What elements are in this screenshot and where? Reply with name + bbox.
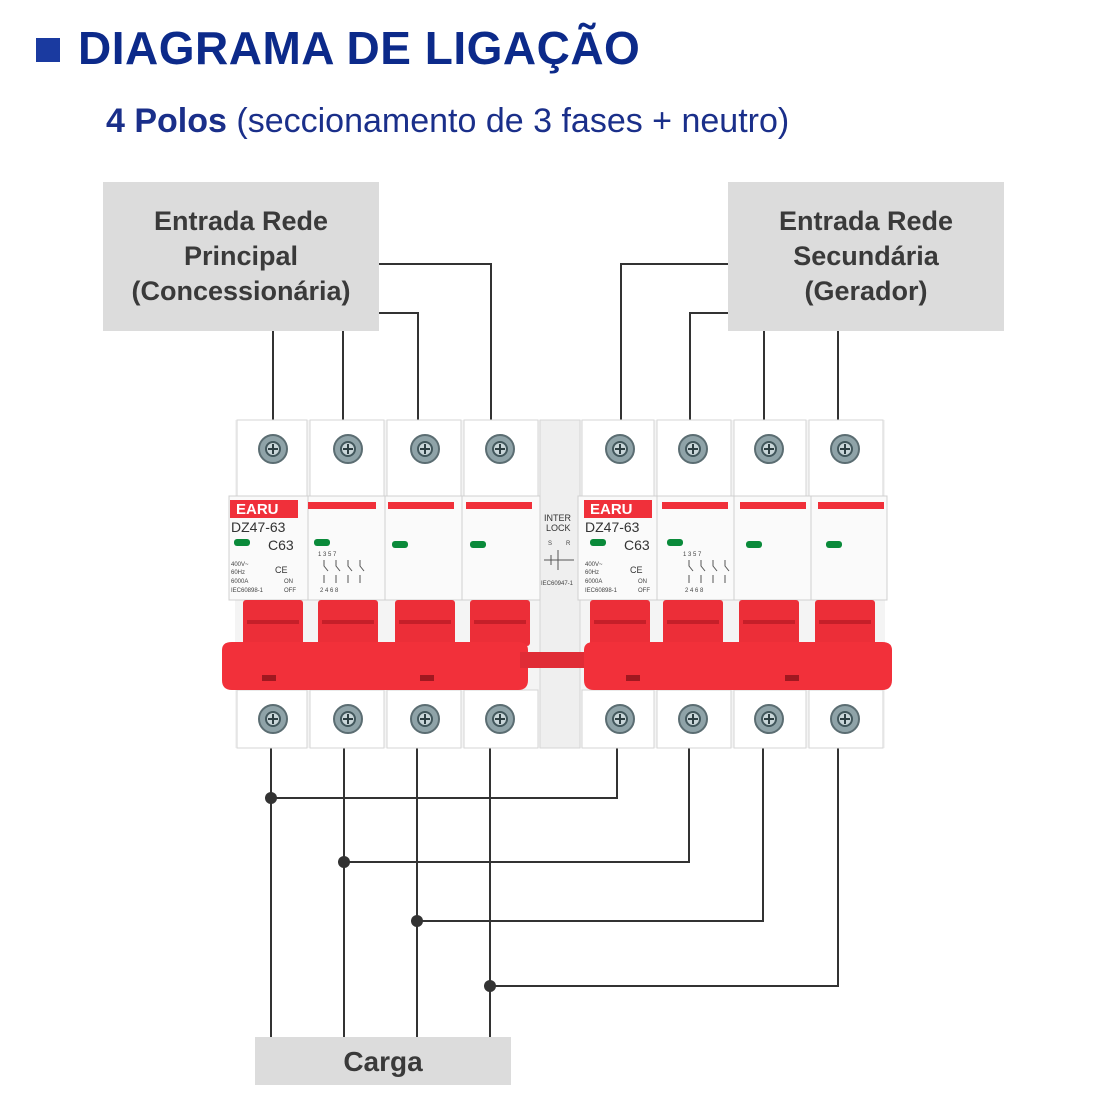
rating-main: C63 (268, 537, 294, 553)
toggle-lever-groove (247, 620, 299, 624)
terminal-screw-icon[interactable] (830, 704, 860, 734)
wire-main-4 (379, 263, 492, 420)
page-title: DIAGRAMA DE LIGAÇÃO (78, 22, 641, 74)
ce-main: CE (275, 565, 288, 575)
main-supply-line3: (Concessionária) (131, 276, 351, 306)
contact-symbol-main (323, 560, 365, 583)
load-label: Carga (343, 1045, 423, 1077)
terminal-screw-icon[interactable] (258, 434, 288, 464)
brand-gen: EARU (590, 501, 633, 518)
terminal-screw-icon[interactable] (333, 704, 363, 734)
toggle-levers (243, 600, 875, 646)
load-wires (270, 748, 839, 1037)
spec-standard-gen: IEC60898-1 (585, 588, 618, 594)
toggle-lever-groove (474, 620, 526, 624)
subtitle-rest: (seccionamento de 3 fases + neutro) (226, 102, 790, 140)
terminal-screw-icon[interactable] (830, 434, 860, 464)
title-bullet-icon (36, 38, 60, 62)
terminals-bottom-main: 2 4 6 8 (320, 588, 339, 594)
ce-gen: CE (630, 565, 643, 575)
toggle-lever-groove (594, 620, 646, 624)
rating-gen: C63 (624, 537, 650, 553)
terminal-screw-icon[interactable] (754, 704, 784, 734)
wire-main-3 (379, 312, 419, 420)
terminal-screw-icon[interactable] (678, 434, 708, 464)
subtitle-bold: 4 Polos (106, 102, 227, 140)
model-main: DZ47-63 (231, 519, 286, 535)
supply-wires (272, 263, 839, 420)
handle-bar-gen[interactable] (584, 642, 892, 690)
terminals-top-gen: 1 3 5 7 (683, 552, 702, 558)
model-gen: DZ47-63 (585, 519, 640, 535)
subtitle: 4 Polos (seccionamento de 3 fases + neut… (106, 102, 789, 141)
contact-symbol-gen (688, 560, 730, 583)
secondary-supply-line1: Entrada Rede (778, 206, 954, 236)
interlock-r: R (566, 541, 571, 547)
secondary-supply-line3: (Gerador) (804, 276, 928, 306)
off-label-main: OFF (284, 588, 296, 594)
toggle-lever-groove (667, 620, 719, 624)
main-supply-line2: Principal (183, 241, 299, 271)
spec-breaking-main: 6000A (231, 579, 248, 585)
toggle-lever-groove (322, 620, 374, 624)
terminals-top-main: 1 3 5 7 (318, 552, 337, 558)
spec-freq-gen: 60Hz (585, 570, 599, 576)
wire-gen-2 (689, 312, 728, 420)
spec-voltage-main: 400V~ (231, 562, 249, 568)
brand-main: EARU (236, 501, 279, 518)
terminals-bottom-gen: 2 4 6 8 (685, 588, 704, 594)
terminal-screw-icon[interactable] (333, 434, 363, 464)
secondary-supply-box: Entrada Rede Secundária (Gerador) (728, 182, 1004, 331)
terminal-screw-icon[interactable] (410, 434, 440, 464)
interlock-module: INTER LOCK S R IEC60947-1 (541, 513, 574, 587)
toggle-lever-groove (743, 620, 795, 624)
spec-breaking-gen: 6000A (585, 579, 602, 585)
secondary-supply-line2: Secundária (793, 241, 939, 271)
terminal-screw-icon[interactable] (485, 434, 515, 464)
spec-standard-main: IEC60898-1 (231, 588, 264, 594)
terminal-screw-icon[interactable] (605, 434, 635, 464)
terminal-screw-icon[interactable] (485, 704, 515, 734)
terminal-screws (258, 434, 860, 734)
off-label-gen: OFF (638, 588, 650, 594)
terminal-screw-icon[interactable] (678, 704, 708, 734)
handle-bars (222, 642, 892, 690)
interlock-line2: LOCK (546, 523, 571, 533)
breaker-main-labels: EARU DZ47-63 C63 CE 400V~ 60Hz 6000A IEC… (230, 500, 365, 594)
handle-bar-main[interactable] (222, 642, 528, 690)
terminal-screw-icon[interactable] (605, 704, 635, 734)
load-box: Carga (255, 1037, 511, 1085)
main-supply-line1: Entrada Rede (153, 206, 329, 236)
interlock-line1: INTER (544, 513, 572, 523)
spec-voltage-gen: 400V~ (585, 562, 603, 568)
on-label-gen: ON (638, 579, 647, 585)
interlock-s: S (548, 541, 552, 547)
spec-freq-main: 60Hz (231, 570, 245, 576)
terminal-screw-icon[interactable] (258, 704, 288, 734)
title-row: DIAGRAMA DE LIGAÇÃO (36, 22, 640, 74)
terminal-screw-icon[interactable] (410, 704, 440, 734)
terminal-screw-icon[interactable] (754, 434, 784, 464)
interlock-standard: IEC60947-1 (541, 581, 574, 587)
junction-dots (265, 792, 496, 992)
toggle-lever-groove (399, 620, 451, 624)
breaker-gen-labels: EARU DZ47-63 C63 CE 400V~ 60Hz 6000A IEC… (584, 500, 730, 594)
wire-gen-1 (620, 263, 728, 420)
main-supply-box: Entrada Rede Principal (Concessionária) (103, 182, 379, 331)
on-label-main: ON (284, 579, 293, 585)
toggle-lever-groove (819, 620, 871, 624)
